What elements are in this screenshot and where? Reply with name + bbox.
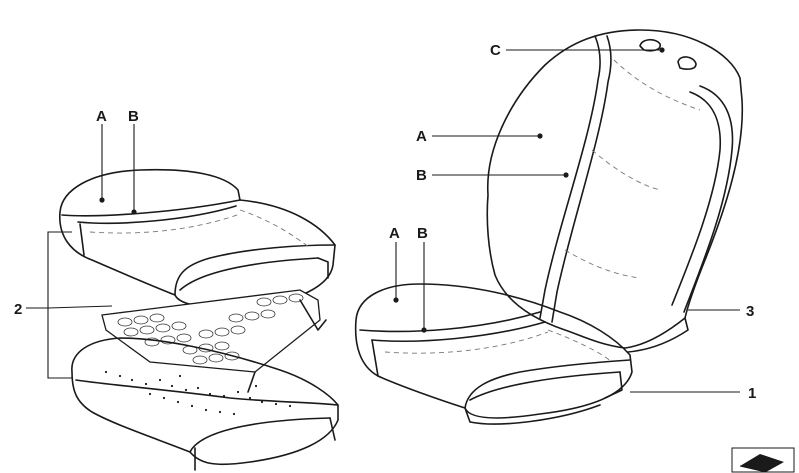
part-2-label: 2 (14, 301, 22, 318)
left-seat-foam (71, 337, 339, 471)
left-heating-pad (101, 289, 327, 393)
right-callouts (393, 47, 740, 393)
part-3-label: 3 (746, 303, 754, 320)
left-seat-cover (59, 168, 336, 309)
backrest-label-b: B (416, 167, 427, 184)
right-seat-label-b: B (417, 225, 428, 242)
heating-cells (117, 293, 304, 365)
backrest-label-a: A (416, 128, 427, 145)
left-seat-label-b: B (128, 108, 139, 125)
foam-perforations (104, 370, 292, 416)
corner-stamp-icon (731, 447, 795, 473)
right-seat-cushion (354, 283, 633, 425)
left-seat-callouts (99, 124, 137, 215)
backrest-label-c: C (490, 42, 501, 59)
right-seat-label-a: A (389, 225, 400, 242)
right-backrest (486, 29, 744, 353)
part-1-label: 1 (748, 385, 756, 402)
headrest-guide-openings (639, 38, 697, 70)
part-2-bracket (26, 231, 113, 379)
left-seat-label-a: A (96, 108, 107, 125)
